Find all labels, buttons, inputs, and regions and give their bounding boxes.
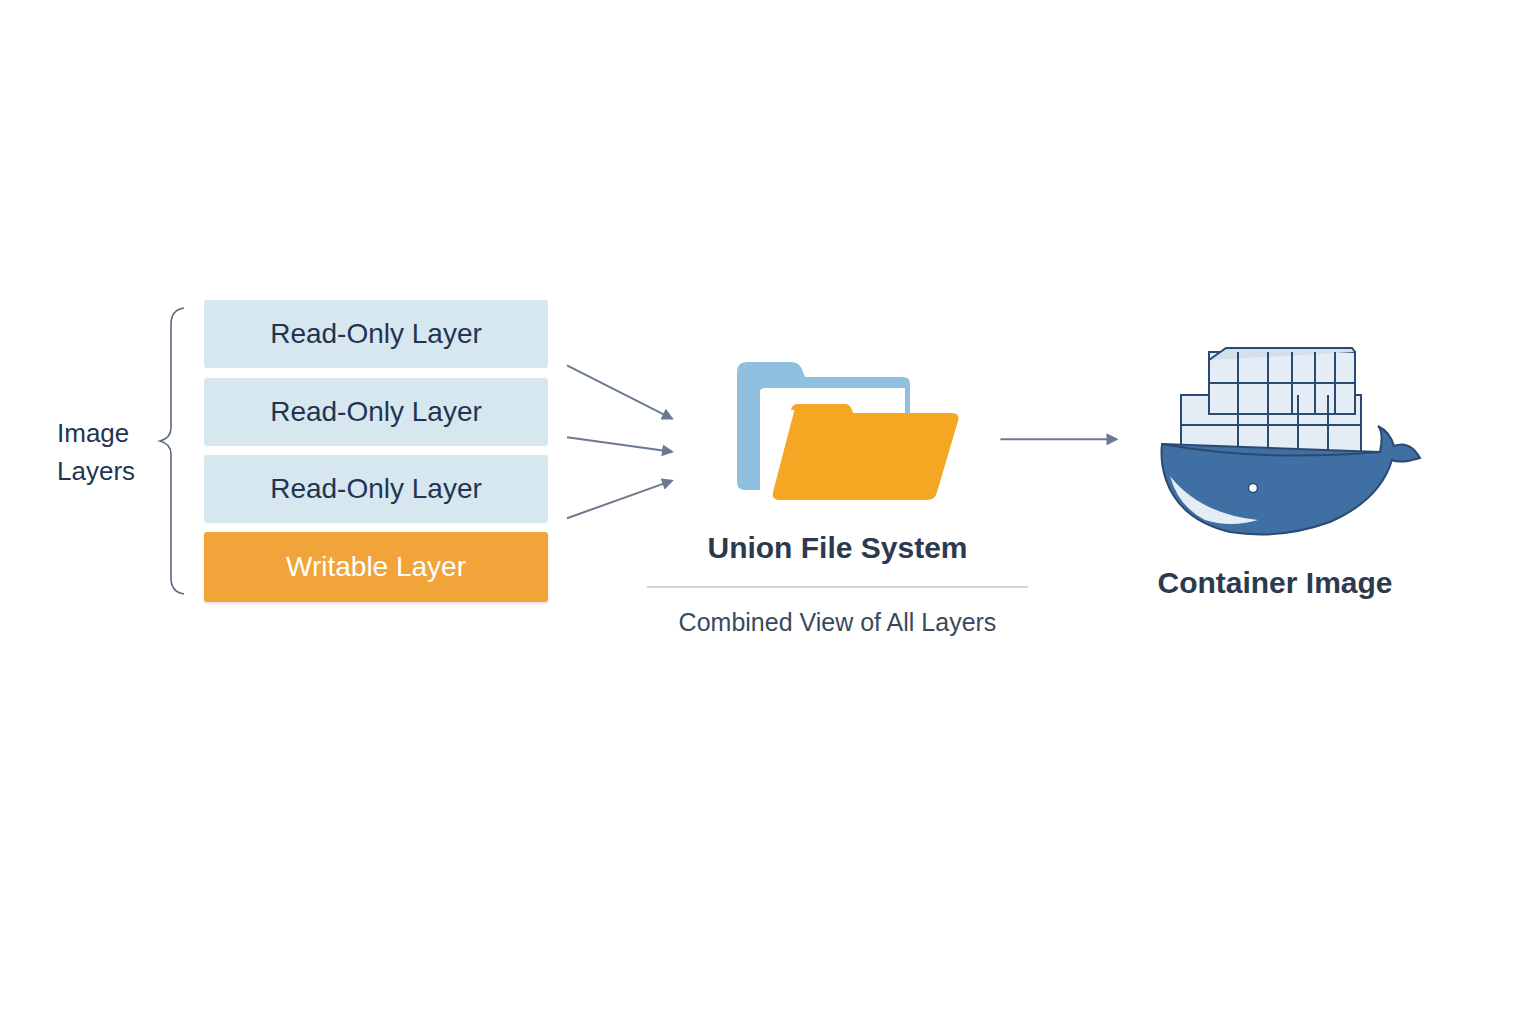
- divider-rule: [647, 586, 1028, 588]
- container-image: Container Image: [1130, 340, 1420, 610]
- read-only-layer: Read-Only Layer: [204, 300, 548, 368]
- flow-arrow: [567, 437, 672, 452]
- node-caption: Combined View of All Layers: [645, 605, 1030, 639]
- node-text: Read-Only Layer: [270, 396, 482, 428]
- node-text: Read-Only Layer: [270, 318, 482, 350]
- node-text: Writable Layer: [286, 551, 466, 583]
- folder-icon: [737, 362, 958, 500]
- flow-arrow: [1000, 438, 1116, 440]
- read-only-layer: Read-Only Layer: [204, 455, 548, 523]
- group-label: Image Layers: [57, 414, 157, 490]
- union-file-system: Union File SystemCombined View of All La…: [645, 355, 1030, 640]
- whale-icon: [1162, 348, 1421, 534]
- node-text: Read-Only Layer: [270, 473, 482, 505]
- group-bracket: [160, 308, 184, 594]
- read-only-layer: Read-Only Layer: [204, 378, 548, 446]
- writable-layer: Writable Layer: [204, 532, 548, 602]
- flow-arrow: [567, 481, 672, 519]
- flow-arrow: [567, 365, 672, 418]
- node-heading: Container Image: [1130, 562, 1420, 604]
- node-heading: Union File System: [645, 527, 1030, 569]
